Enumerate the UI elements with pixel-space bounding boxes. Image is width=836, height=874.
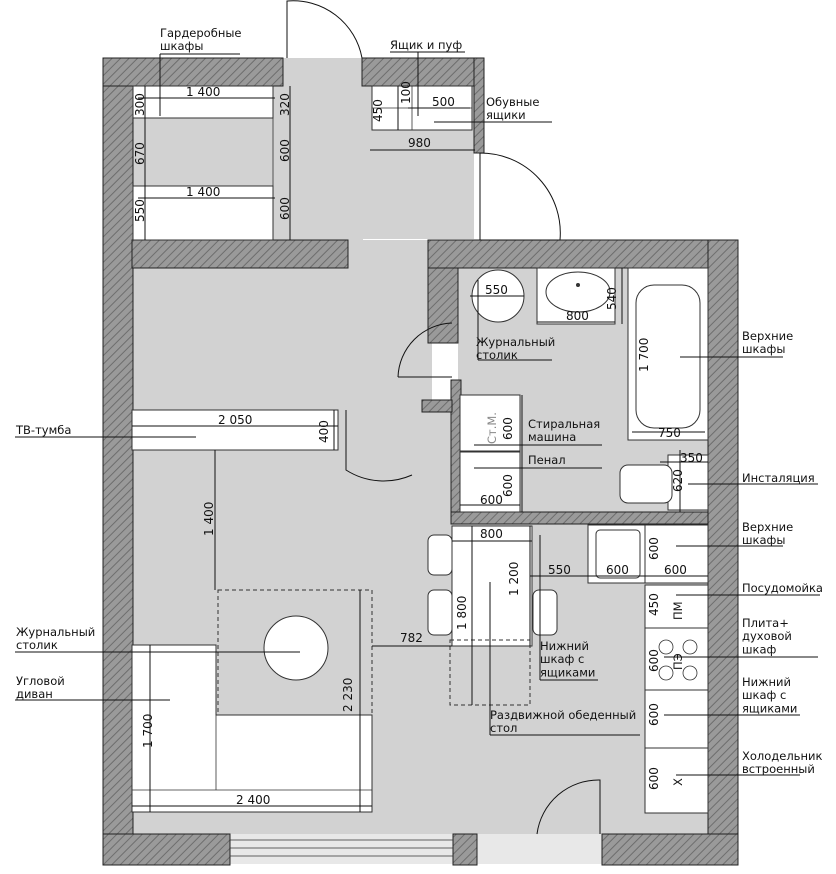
dim-sink-800: 800 [566,309,589,323]
dim-wm-600b: 600 [501,474,515,497]
dim-table-offset-782: 782 [400,631,423,645]
dim-kitchen-600-vert: 600 [647,537,661,560]
leader-lines [15,51,820,776]
dim-wardrobe-side2: 600 [278,139,292,162]
dim-round-table-550: 550 [485,283,508,297]
dim-wardrobe-side3: 600 [278,197,292,220]
rug [217,589,373,813]
dim-wardrobe-top: 1 400 [186,85,220,99]
dim-bath-750: 750 [658,426,681,440]
dim-kitchen-550: 550 [548,563,571,577]
wardrobes [132,85,274,241]
label-drawer-pouf: Ящик и пуф [390,38,462,52]
label-tv-stand: ТВ-тумба [15,423,71,437]
dim-wm-600a: 600 [501,417,515,440]
dimension-lines [132,86,708,812]
living-coffee-table [263,615,329,681]
window [230,839,453,857]
dim-wc-350: 350 [680,451,703,465]
dim-sink-540: 540 [605,287,619,310]
corner-sofa [131,644,373,813]
dim-sofa-1700: 1 700 [141,714,155,748]
dim-dish-450: 450 [647,593,661,616]
dim-bath-1700: 1 700 [637,338,651,372]
dim-fridge-600: 600 [647,767,661,790]
mark-stove: ПЭ [671,653,685,670]
dim-wardrobe-h1: 300 [133,93,147,116]
furniture-marks: Ст.М. ПМ ПЭ Х [485,412,685,786]
mark-fridge: Х [671,778,685,786]
label-pencil-case: Пенал [528,453,566,467]
doors [286,0,601,835]
dim-wardrobe-side1: 320 [278,93,292,116]
dim-sofa-2400: 2 400 [236,793,270,807]
dim-tv-400: 400 [317,420,331,443]
dim-dining-1200: 1 200 [507,562,521,596]
dimension-texts: 1 400 1 400 300 670 550 320 600 600 450 … [133,81,703,807]
dim-pouf-100: 100 [399,81,413,104]
mark-dishwasher: ПМ [671,601,685,620]
dim-gap-1400: 1 400 [202,502,216,536]
dim-wm-600c: 600 [480,493,503,507]
dim-wc-620: 620 [671,469,685,492]
walls [102,57,739,866]
dim-lower-600: 600 [647,703,661,726]
label-installation: Инсталяция [742,471,815,485]
dim-wardrobe-h3: 550 [133,199,147,222]
kitchen-cabinets [587,524,709,814]
dim-sink-k-600: 600 [606,563,629,577]
dim-stove-600: 600 [647,649,661,672]
bathroom-fixtures [459,267,709,513]
dim-dining-1800: 1 800 [455,596,469,630]
label-dishwasher: Посудомойка [742,581,823,595]
mark-washing-machine: Ст.М. [485,412,499,444]
dim-wardrobe-bottom: 1 400 [186,185,220,199]
dim-shoe-500: 500 [432,95,455,109]
dim-area-2230: 2 230 [341,678,355,712]
dining-table [427,525,558,706]
dim-kitchen-600: 600 [664,563,687,577]
dim-pouf-450: 450 [371,99,385,122]
dim-tv-2050: 2 050 [218,413,252,427]
dim-wardrobe-h2: 670 [133,142,147,165]
dim-entry-980: 980 [408,136,431,150]
tv-stand [131,409,339,451]
dim-dining-800: 800 [480,527,503,541]
